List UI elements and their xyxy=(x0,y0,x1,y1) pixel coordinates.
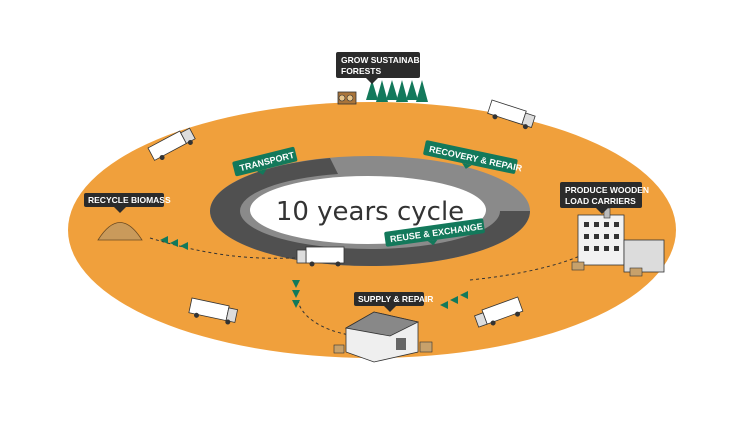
truck-bottom-left-icon xyxy=(188,297,239,325)
dashed-path-produce xyxy=(469,254,583,281)
chevrons-supply xyxy=(292,280,300,308)
grow-label-line2: FORESTS xyxy=(341,66,381,76)
produce-label-line1: PRODUCE WOODEN xyxy=(565,185,649,195)
truck-top-left-icon xyxy=(147,127,196,161)
chevrons-right xyxy=(440,291,468,309)
grow-label-line1: GROW SUSTAINABLE xyxy=(341,55,431,65)
label-supply-repair: SUPPLY & REPAIR xyxy=(354,292,433,312)
truck-inner-icon xyxy=(296,246,345,267)
biomass-pile-icon xyxy=(97,222,143,241)
recycle-label: RECYCLE BIOMASS xyxy=(88,195,171,205)
inner-ring-dark-arc-top xyxy=(210,158,338,211)
warehouse-icon xyxy=(333,311,433,363)
truck-top-right-icon xyxy=(487,99,536,130)
label-recycle-biomass: RECYCLE BIOMASS xyxy=(84,193,171,213)
forest-trees-icon xyxy=(366,80,428,102)
label-produce: PRODUCE WOODEN LOAD CARRIERS xyxy=(560,182,649,214)
supply-label: SUPPLY & REPAIR xyxy=(358,294,433,304)
inner-ring-dark-arc xyxy=(210,211,530,266)
chevrons-left xyxy=(160,236,188,250)
log-pile-icon xyxy=(337,91,357,105)
center-title: 10 years cycle xyxy=(276,197,464,227)
truck-bottom-right-icon xyxy=(474,296,524,328)
produce-label-line2: LOAD CARRIERS xyxy=(565,196,636,206)
label-grow-forests: GROW SUSTAINABLE FORESTS xyxy=(336,52,431,84)
